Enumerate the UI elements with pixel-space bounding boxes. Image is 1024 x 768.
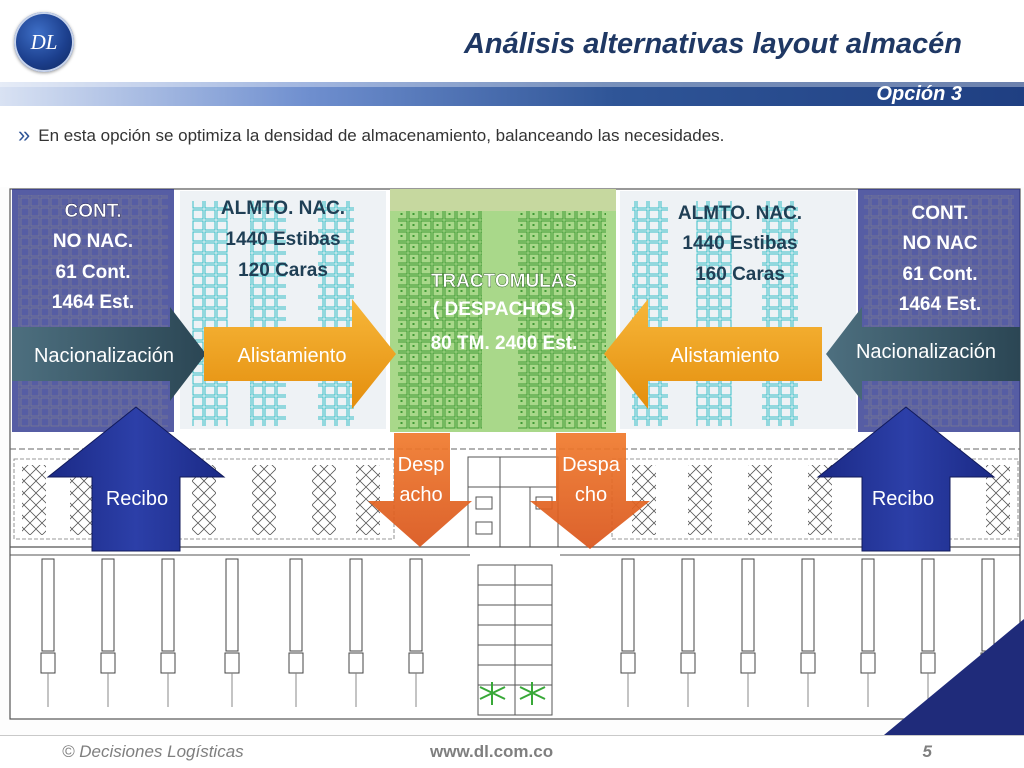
almto-left-line3: 120 Caras [238, 260, 328, 281]
slide-title: Análisis alternativas layout almacén [463, 28, 962, 60]
truck-icon [40, 558, 56, 707]
tracto-line3: 80 TM. 2400 Est. [431, 333, 578, 354]
recibo-right-label: Recibo [872, 488, 934, 510]
arrow-alistamiento-left [204, 299, 396, 409]
almto-left-line1: ALMTO. NAC. [221, 198, 345, 219]
cont-left-line4: 1464 Est. [52, 292, 134, 313]
arrow-despacho-right [530, 433, 650, 549]
truck-icon [224, 558, 240, 707]
title-band [0, 82, 1024, 106]
truck-icon [408, 558, 424, 707]
despacho-right-line1: Despa [562, 454, 621, 476]
tracto-line1: TRACTOMULAS [431, 271, 577, 292]
arrow-alistamiento-right [604, 299, 822, 409]
truck-icon [800, 558, 816, 707]
truck-icon [680, 558, 696, 707]
cont-right-line4: 1464 Est. [899, 294, 981, 315]
footer-copyright: © Decisiones Logísticas [62, 742, 244, 761]
page-number: 5 [922, 742, 932, 761]
warehouse-layout-drawing: CONT. NO NAC. 61 Cont. 1464 Est. ALMTO. … [9, 188, 1024, 735]
almto-right-line1: ALMTO. NAC. [678, 203, 802, 224]
truck-icon [620, 558, 636, 707]
nacionalizacion-left-label: Nacionalización [34, 345, 174, 367]
intro-text: En esta opción se optimiza la densidad d… [38, 126, 725, 145]
cont-left-line2: NO NAC. [53, 231, 133, 252]
cont-right-line3: 61 Cont. [903, 264, 978, 285]
cont-left-line1: CONT. [65, 201, 122, 222]
despacho-right-line2: cho [575, 484, 607, 506]
truck-icon [740, 558, 756, 707]
option-label: Opción 3 [876, 83, 962, 105]
warehouse-plan: CONT. NO NAC. 61 Cont. 1464 Est. ALMTO. … [0, 187, 1024, 735]
despacho-left-line1: Desp [398, 454, 445, 476]
arrow-recibo-right [816, 406, 996, 552]
nacionalizacion-right-label: Nacionalización [856, 341, 996, 363]
almto-right-line3: 160 Caras [695, 264, 785, 285]
despacho-left-line2: acho [399, 484, 442, 506]
cont-right-line1: CONT. [912, 203, 969, 224]
truck-icon [288, 558, 304, 707]
arrow-recibo-left [46, 406, 226, 552]
cont-right-line2: NO NAC [903, 233, 978, 254]
truck-icon [100, 558, 116, 707]
truck-icon [920, 558, 936, 707]
footer-divider [0, 735, 1024, 736]
almto-left-line2: 1440 Estibas [225, 229, 340, 250]
arrow-nacionalizacion-right [826, 307, 1020, 401]
recibo-left-label: Recibo [106, 488, 168, 510]
parking-trees [479, 682, 546, 705]
alistamiento-right-label: Alistamiento [671, 345, 780, 367]
tracto-line2: ( DESPACHOS ) [433, 299, 575, 320]
logo-text: DL [30, 30, 58, 54]
truck-icon [160, 558, 176, 707]
parking-area [477, 564, 553, 716]
arrow-nacionalizacion-left [12, 307, 206, 401]
truck-icon [860, 558, 876, 707]
intro-bullet: » En esta opción se optimiza la densidad … [18, 122, 724, 148]
corner-decoration [884, 619, 1024, 735]
bullet-marker: » [18, 122, 31, 147]
docked-trucks [40, 558, 996, 707]
cont-left-line3: 61 Cont. [56, 262, 131, 283]
arrow-despacho-left [368, 433, 472, 547]
company-logo: DL [14, 12, 74, 72]
truck-icon [348, 558, 364, 707]
almto-right-line2: 1440 Estibas [682, 233, 797, 254]
alistamiento-left-label: Alistamiento [238, 345, 347, 367]
footer-website[interactable]: www.dl.com.co [430, 742, 554, 761]
